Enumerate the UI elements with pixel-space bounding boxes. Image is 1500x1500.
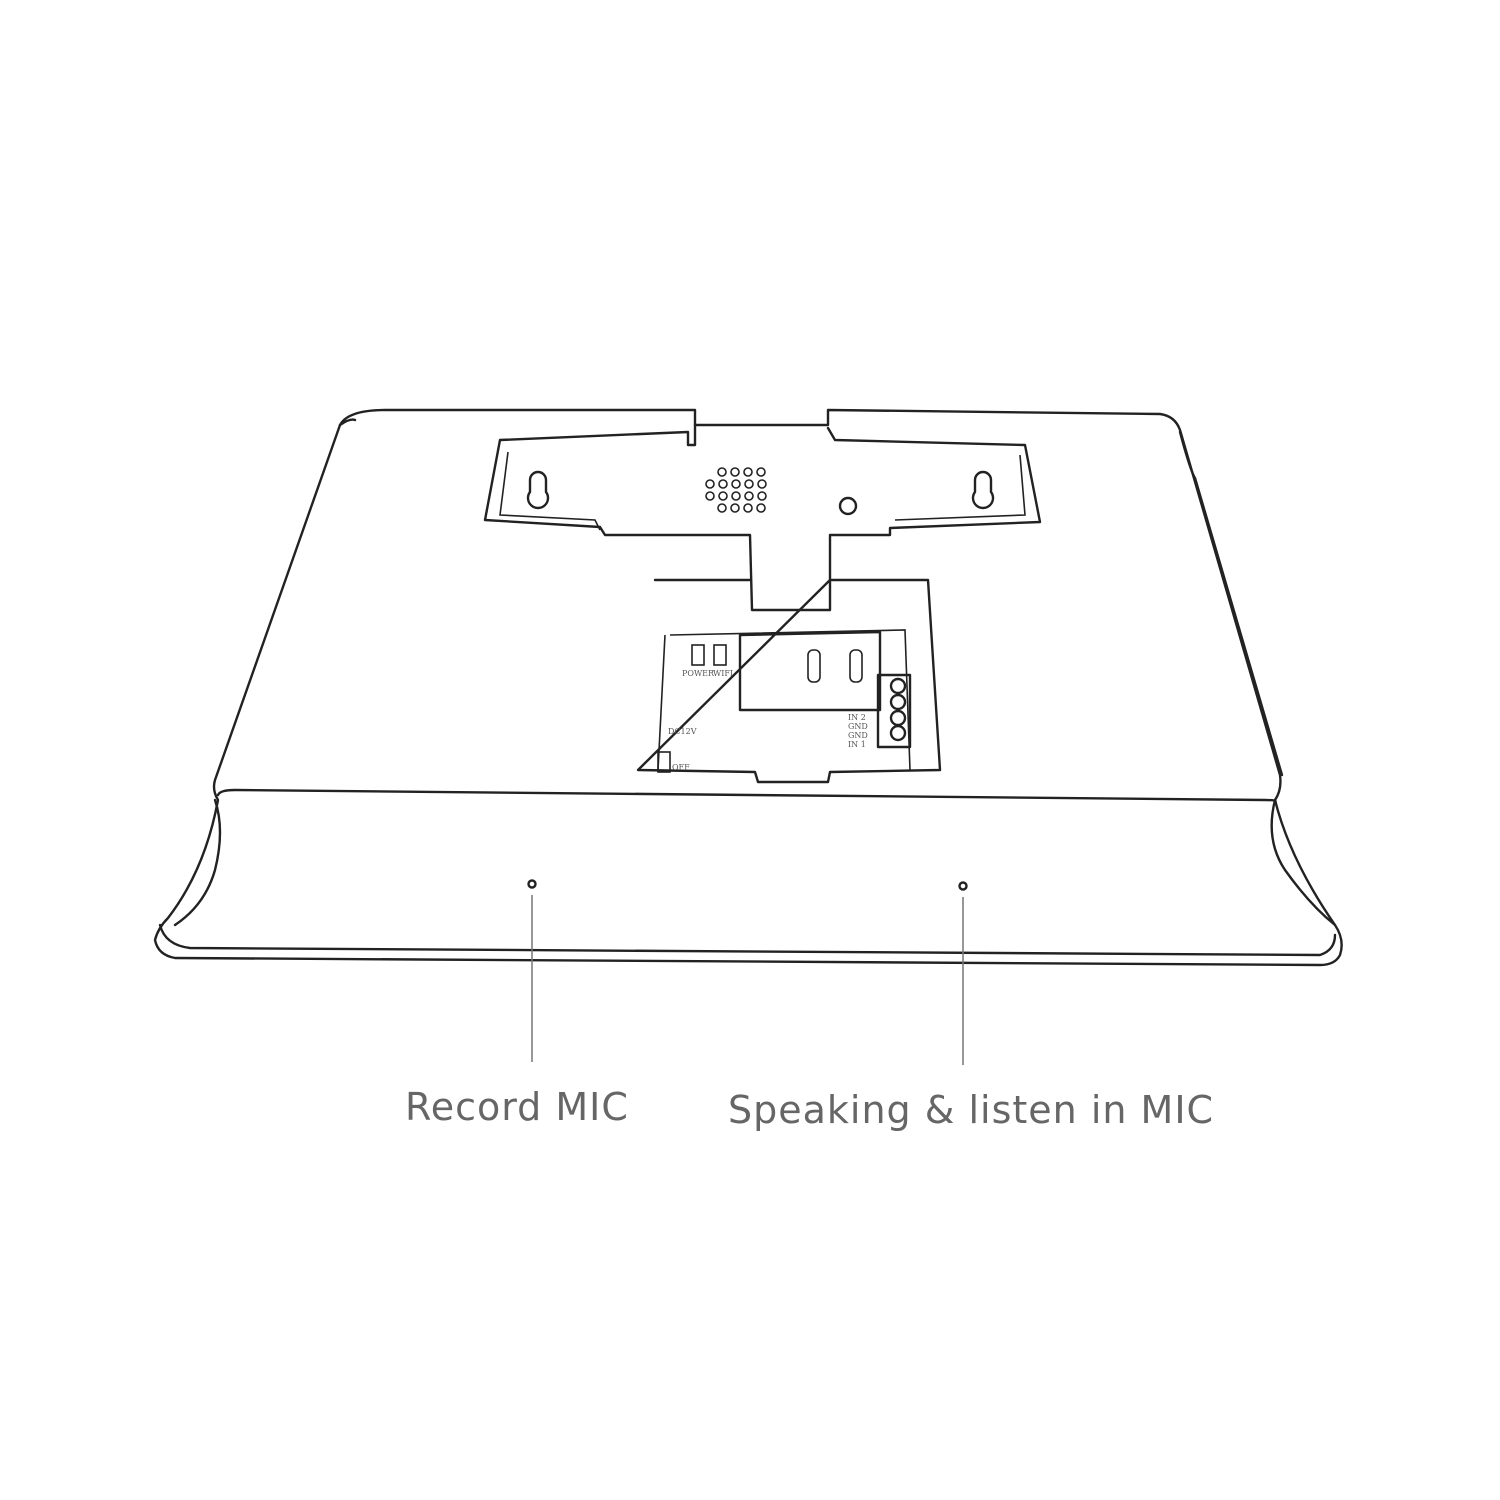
left-foot [173,798,222,927]
grille-hole [743,503,753,513]
grille-hole [705,491,715,501]
grille-hole [731,479,741,489]
grille-hole [717,503,727,513]
grille-hole [705,479,715,489]
terminal-label: IN 2 [848,713,866,722]
off-label: OFF [672,763,690,772]
speaking-mic-hole [958,881,968,891]
mounting-bracket [483,423,1042,612]
grille-hole [730,467,740,477]
grille-hole [730,503,740,513]
bracket-recess [499,451,1026,531]
bottom-edge [158,923,1337,957]
dc12v-label: DC12V [668,727,697,736]
wifi-label: WIFI [713,669,733,678]
grille-hole [756,503,766,513]
terminal-label: IN 1 [848,740,866,749]
battery-compartment [636,578,942,784]
wifi-led [713,644,727,666]
sim-contact [807,649,821,683]
keyhole-icon [526,470,995,510]
terminal-label: GND [848,731,868,740]
sim-slot [738,630,882,712]
power-label: POWER [682,669,715,678]
grille-hole [744,491,754,501]
grille-hole [743,467,753,477]
record-mic-hole [527,879,537,889]
speaker-grille-icon [705,467,767,513]
grille-hole [744,479,754,489]
grille-hole [757,479,767,489]
screw-hole [838,496,858,516]
device-body [153,408,1343,967]
terminal-block [876,673,912,749]
body-edge [216,788,1277,804]
grille-hole [757,491,767,501]
grille-hole [717,467,727,477]
right-foot [1270,798,1337,927]
grille-hole [731,491,741,501]
grille-hole [718,491,728,501]
power-switch [657,751,671,773]
power-led [691,644,705,666]
corner [338,418,357,427]
terminal-label: GND [848,722,868,731]
sim-contact [849,649,863,683]
grille-hole [718,479,728,489]
grille-hole [756,467,766,477]
side-edge [1178,430,1284,777]
compartment-inner [657,629,911,771]
record-mic-label: Record MIC [405,1085,629,1129]
speaking-mic-label: Speaking & listen in MIC [728,1088,1215,1132]
